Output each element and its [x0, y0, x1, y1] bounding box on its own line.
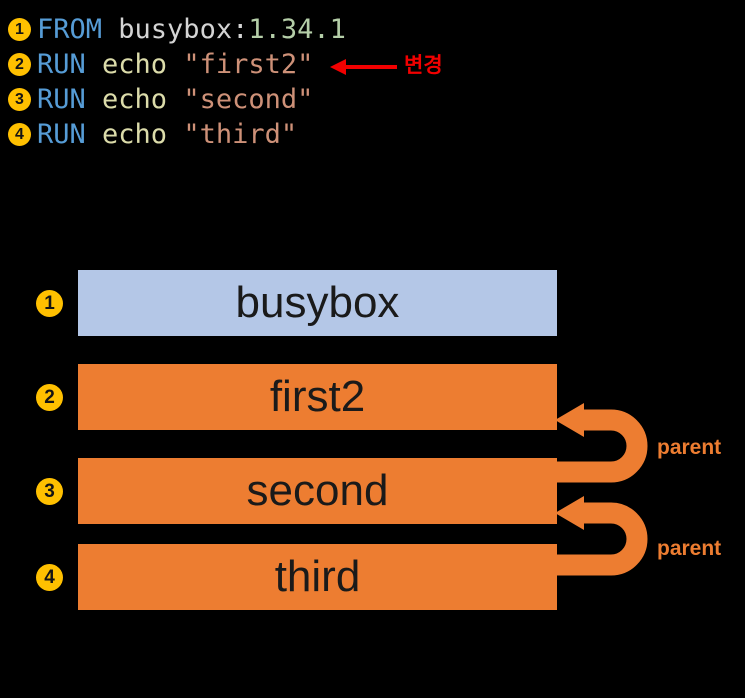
- image-name: busybox:: [102, 14, 249, 45]
- layer-label: second: [246, 466, 389, 515]
- layer-box-first2: first2: [78, 364, 557, 430]
- step-badge-2: 2: [8, 53, 31, 76]
- layer-label: third: [274, 552, 361, 601]
- command-echo: echo: [85, 49, 184, 80]
- image-tag: 1.34.1: [248, 14, 346, 45]
- keyword-run: RUN: [37, 84, 86, 115]
- string-arg: "first2": [183, 49, 314, 80]
- layer-box-third: third: [78, 544, 557, 610]
- code-line-run-first2: 2 RUN echo "first2": [8, 47, 313, 82]
- layer-badge-1: 1: [36, 290, 63, 317]
- parent-arrow-label: parent: [657, 436, 722, 459]
- change-annotation-label: 변경: [404, 54, 443, 77]
- parent-arrow-icon: [548, 403, 648, 483]
- code-line-run-third: 4 RUN echo "third": [8, 117, 297, 152]
- step-badge-1: 1: [8, 18, 31, 41]
- layer-label: first2: [269, 372, 366, 421]
- keyword-run: RUN: [37, 119, 86, 150]
- step-badge-4: 4: [8, 123, 31, 146]
- command-echo: echo: [85, 119, 184, 150]
- code-line-from: 1 FROM busybox: 1.34.1: [8, 12, 346, 47]
- parent-arrow-label: parent: [657, 537, 722, 560]
- string-arg: "second": [183, 84, 314, 115]
- layer-badge-4: 4: [36, 564, 63, 591]
- layer-label: busybox: [235, 278, 400, 327]
- parent-arrow-icon: [548, 496, 648, 576]
- keyword-from: FROM: [37, 14, 103, 45]
- string-arg: "third": [183, 119, 298, 150]
- code-line-run-second: 3 RUN echo "second": [8, 82, 313, 117]
- layer-box-second: second: [78, 458, 557, 524]
- layer-box-busybox: busybox: [78, 270, 557, 336]
- keyword-run: RUN: [37, 49, 86, 80]
- layer-badge-3: 3: [36, 478, 63, 505]
- change-arrow-icon: [330, 59, 397, 75]
- step-badge-3: 3: [8, 88, 31, 111]
- command-echo: echo: [85, 84, 184, 115]
- layer-badge-2: 2: [36, 384, 63, 411]
